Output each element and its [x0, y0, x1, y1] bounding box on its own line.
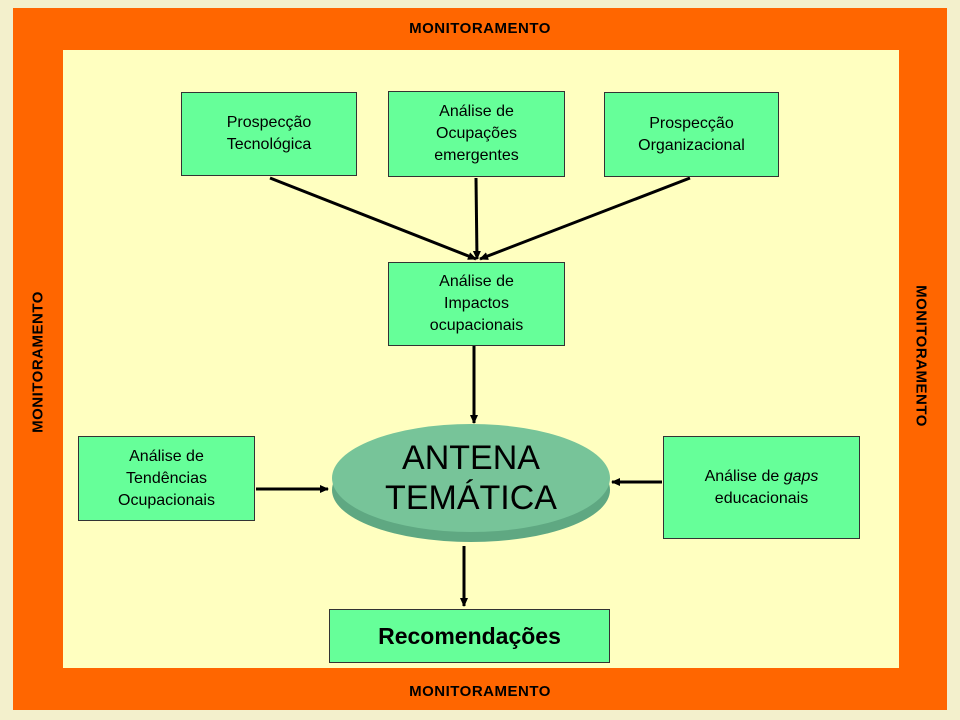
antena-tematica-label: ANTENA TEMÁTICA: [385, 439, 557, 517]
monitoring-label-bottom: MONITORAMENTO: [409, 683, 551, 700]
arrow-ocupacoes-to-impactos: [472, 177, 481, 260]
analise-ocupacoes-box: Análise de Ocupações emergentes: [388, 91, 565, 177]
antena-tematica-disc: [332, 424, 610, 542]
prospeccao-organizacional-box: Prospecção Organizacional: [604, 92, 779, 177]
arrow-organizacional-to-impactos: [479, 176, 691, 261]
recomendacoes-box: Recomendações: [329, 609, 610, 663]
arrow-tecnologica-to-impactos: [269, 176, 477, 261]
monitoring-label-top: MONITORAMENTO: [409, 20, 551, 37]
prospeccao-tecnologica-box: Prospecção Tecnológica: [181, 92, 357, 176]
analise-tendencias-box: Análise de Tendências Ocupacionais: [78, 436, 255, 521]
analise-impactos-box: Análise de Impactos ocupacionais: [388, 262, 565, 346]
